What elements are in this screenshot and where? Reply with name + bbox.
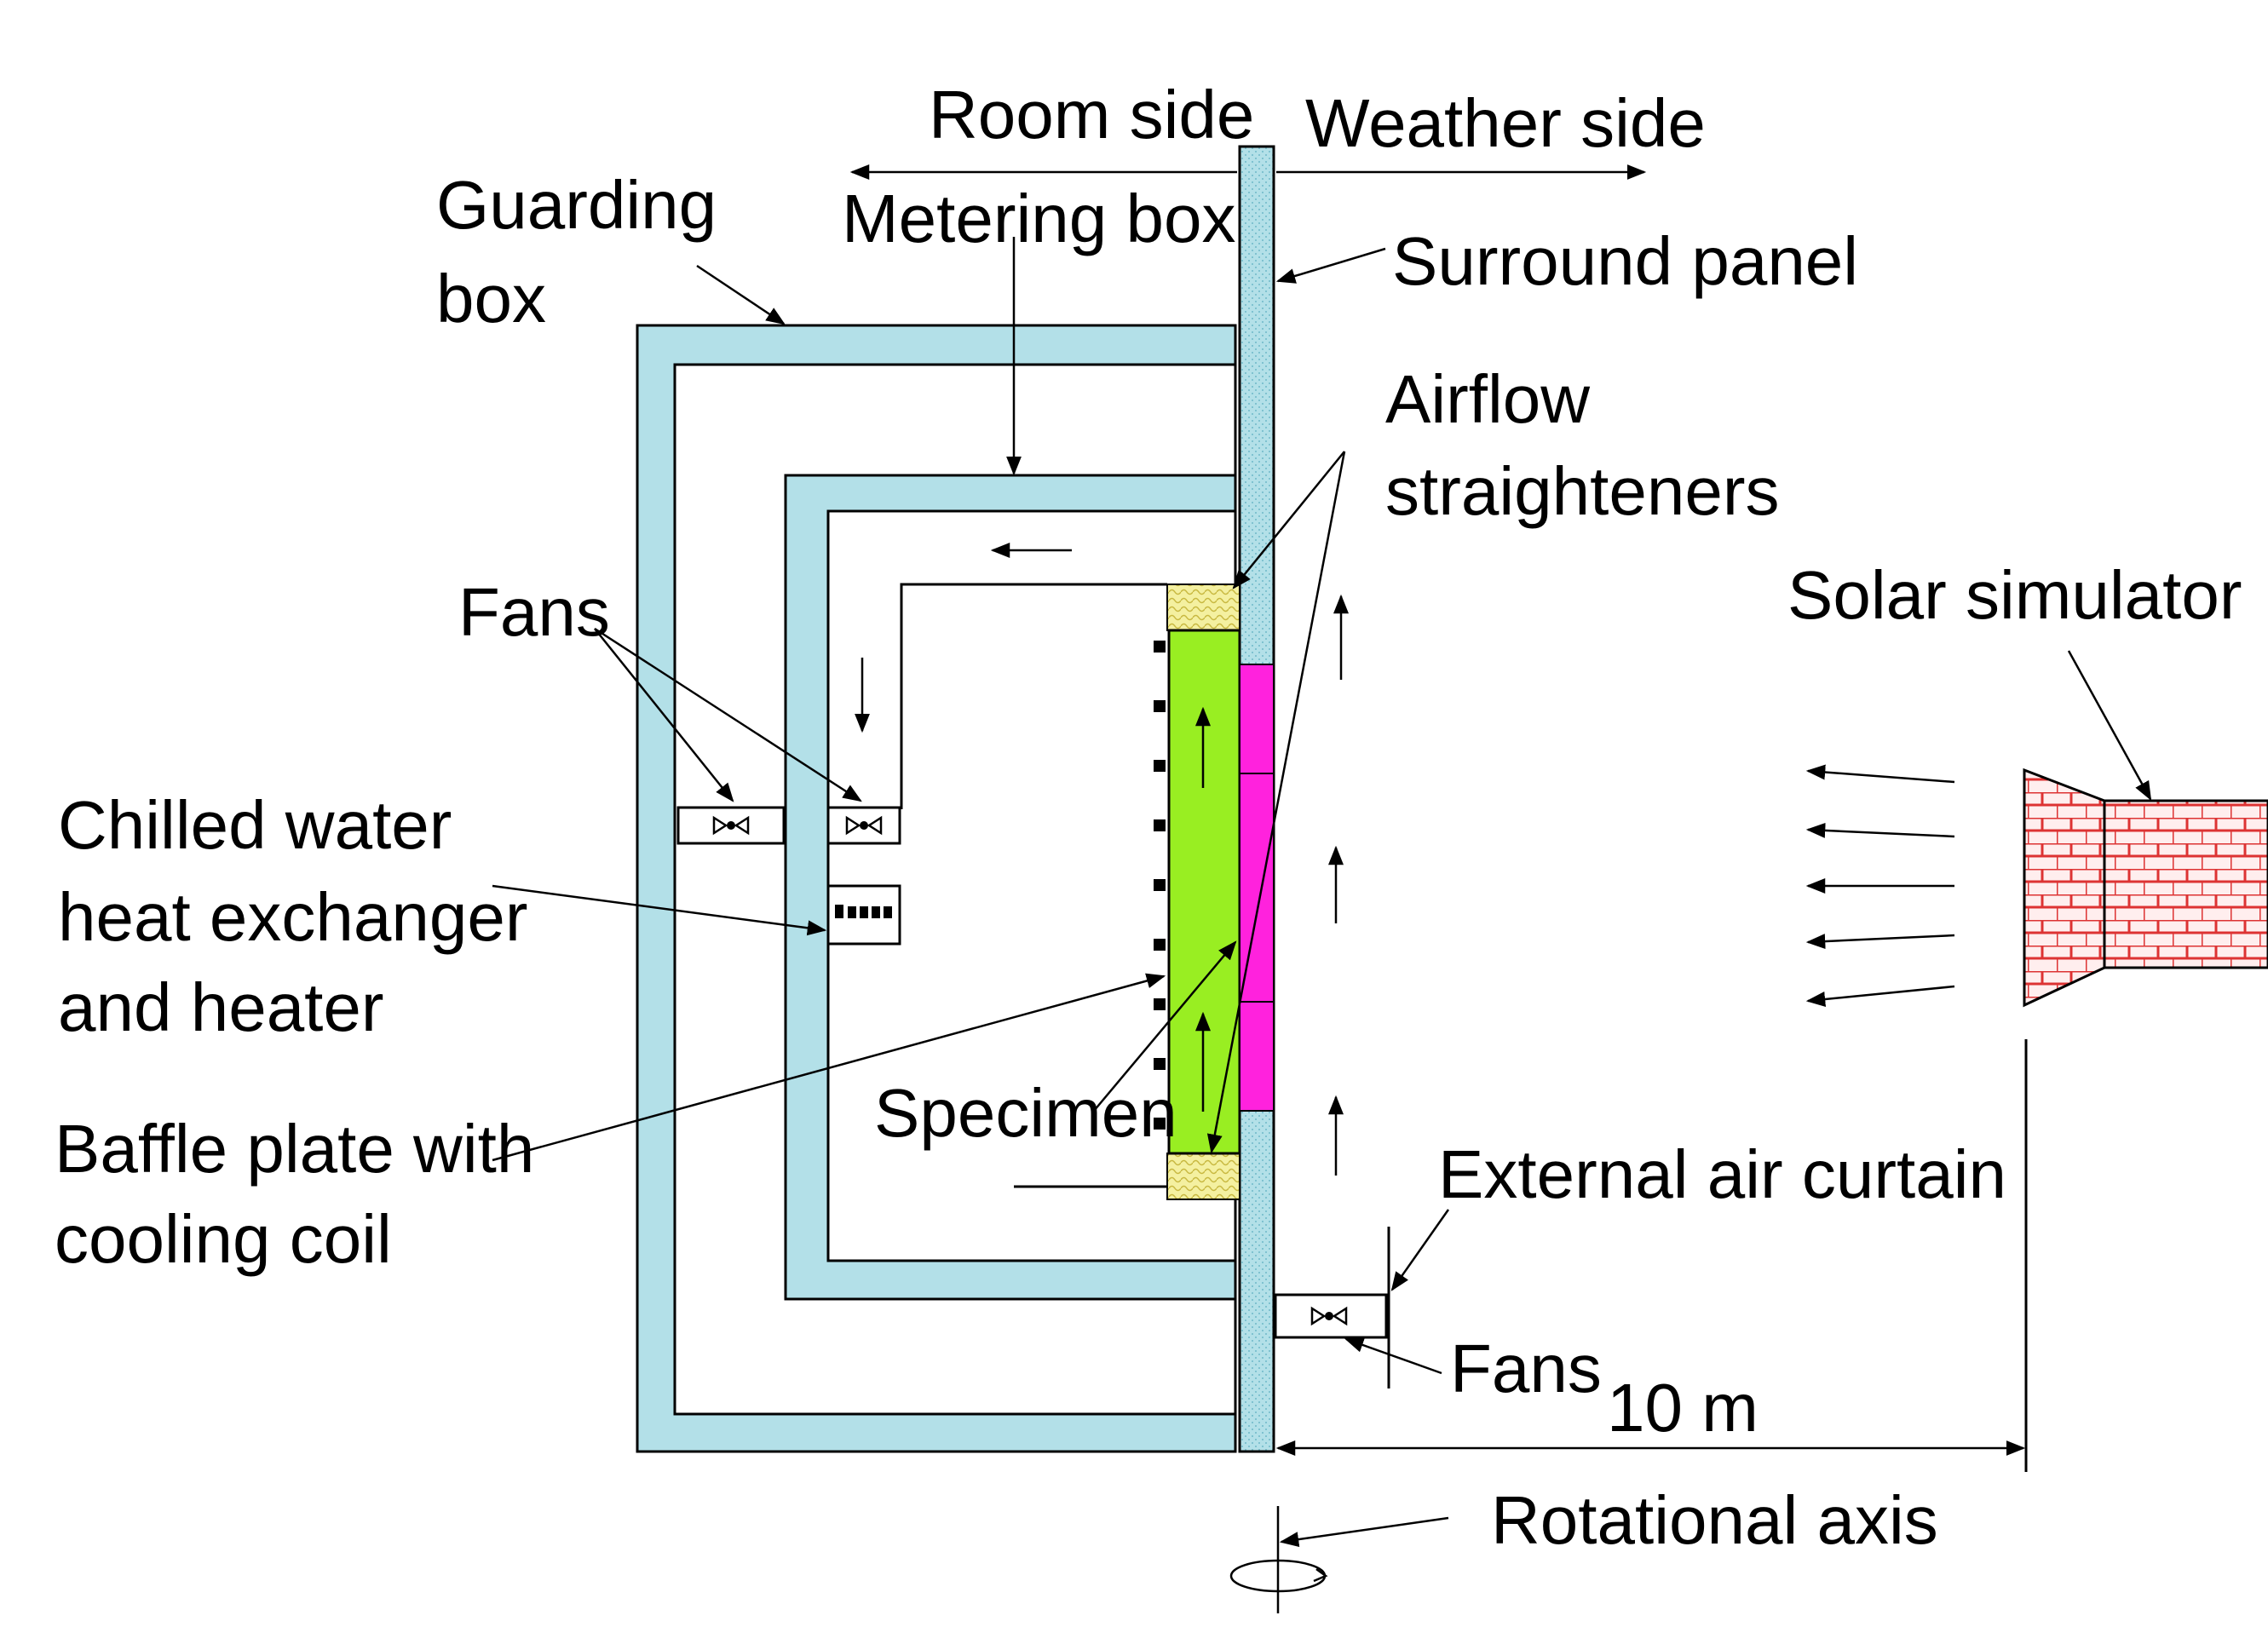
specimen-frame-bottom bbox=[1239, 1001, 1275, 1112]
cooling-coil-dots bbox=[1154, 641, 1166, 1130]
specimen-frame-top bbox=[1239, 664, 1275, 774]
baffle-plate-label-line2: cooling coil bbox=[55, 1201, 392, 1277]
specimen-assembly bbox=[1154, 584, 1275, 1200]
guarding-box bbox=[636, 324, 1237, 1453]
guard-fan bbox=[676, 806, 786, 845]
leader-lines bbox=[492, 237, 2152, 1548]
weather-side-label: Weather side bbox=[1305, 85, 1706, 161]
specimen-label: Specimen bbox=[874, 1075, 1177, 1151]
external-fan bbox=[1274, 1227, 1390, 1388]
chilled-water-label-line2: heat exchanger bbox=[58, 879, 528, 955]
airflow-straighteners-label-line1: Airflow bbox=[1385, 361, 1590, 437]
external-air-curtain-label: External air curtain bbox=[1438, 1136, 2006, 1212]
fan-icon bbox=[712, 815, 750, 836]
labels: Room side Weather side Guarding box Mete… bbox=[55, 77, 2242, 1558]
metering-fan bbox=[826, 806, 901, 845]
airflow-straightener-top bbox=[1166, 584, 1240, 631]
distance-label: 10 m bbox=[1607, 1370, 1759, 1446]
surround-panel-label: Surround panel bbox=[1392, 223, 1858, 299]
guarding-box-label-line1: Guarding bbox=[436, 167, 717, 243]
rotational-axis bbox=[1229, 1506, 1328, 1613]
metering-box bbox=[784, 474, 1237, 1301]
solar-simulator bbox=[1805, 764, 2268, 1008]
solar-simulator-label: Solar simulator bbox=[1787, 557, 2242, 633]
fans-label-bottom: Fans bbox=[1450, 1331, 1602, 1406]
room-side-label: Room side bbox=[929, 77, 1254, 152]
baffle-plate bbox=[1167, 629, 1241, 1155]
fans-label-top: Fans bbox=[458, 574, 610, 650]
rotation-icon bbox=[1229, 1559, 1328, 1593]
guarding-box-label-line2: box bbox=[436, 261, 546, 336]
heat-exchanger bbox=[826, 884, 901, 946]
solar-rays bbox=[1805, 764, 1955, 1007]
metering-air-path bbox=[855, 543, 1167, 1188]
baffle-plate-label-line1: Baffle plate with bbox=[55, 1111, 534, 1187]
chilled-water-label-line3: and heater bbox=[58, 969, 384, 1045]
rotational-axis-label: Rotational axis bbox=[1491, 1482, 1938, 1558]
fan-icon bbox=[1310, 1306, 1348, 1326]
specimen bbox=[1239, 773, 1275, 1003]
chilled-water-label-line1: Chilled water bbox=[58, 787, 452, 863]
airflow-straightener-bottom bbox=[1166, 1153, 1240, 1200]
metering-box-label: Metering box bbox=[842, 181, 1235, 256]
fan-icon bbox=[845, 815, 883, 836]
weather-airflow-arrows bbox=[1328, 594, 1349, 1176]
distance-dimension: 10 m bbox=[1275, 1039, 2028, 1472]
airflow-straighteners-label-line2: straighteners bbox=[1385, 453, 1779, 529]
